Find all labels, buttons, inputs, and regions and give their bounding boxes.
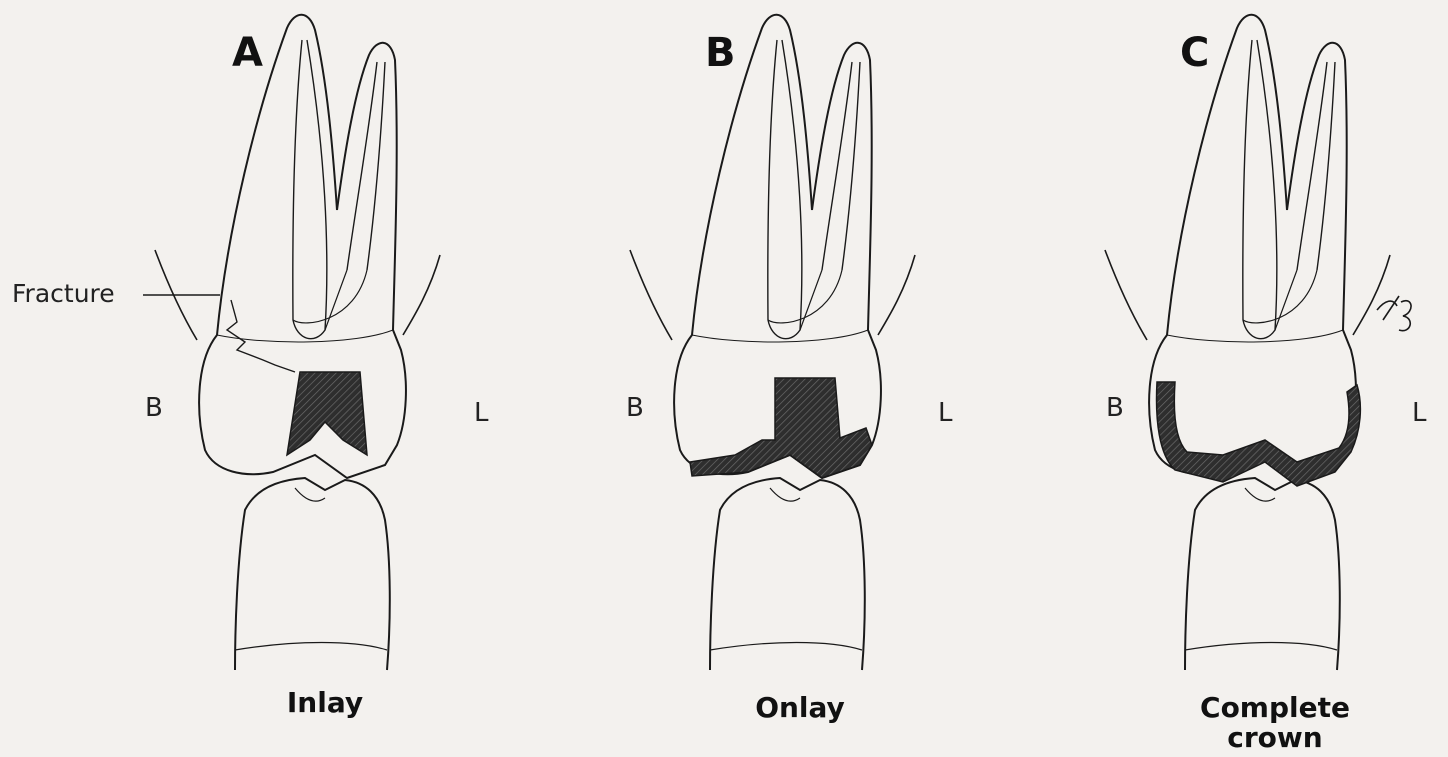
panel-c-letter: C	[1180, 30, 1209, 76]
panel-a-lingual-label: L	[474, 398, 489, 428]
inlay-restoration	[287, 372, 367, 455]
panel-a-buccal-label: B	[145, 393, 163, 423]
panel-c-lingual-label: L	[1412, 398, 1427, 428]
fracture-label: Fracture	[12, 279, 115, 308]
fracture-line	[227, 300, 295, 372]
panel-c-tooth	[1105, 15, 1411, 670]
complete-crown-restoration	[1157, 382, 1361, 486]
panel-a-tooth	[143, 15, 440, 670]
panel-b-letter: B	[705, 30, 736, 76]
handwritten-mark	[1377, 296, 1411, 331]
panel-c-buccal-label: B	[1106, 393, 1124, 423]
panel-b-caption: Onlay	[725, 693, 875, 723]
panel-c-caption: Complete crown	[1195, 693, 1355, 753]
panel-b-buccal-label: B	[626, 393, 644, 423]
panel-b-tooth	[630, 15, 915, 670]
onlay-restoration	[690, 378, 872, 478]
panel-b-lingual-label: L	[938, 398, 953, 428]
panel-a-caption: Inlay	[250, 688, 400, 718]
panel-a-letter: A	[232, 30, 263, 76]
